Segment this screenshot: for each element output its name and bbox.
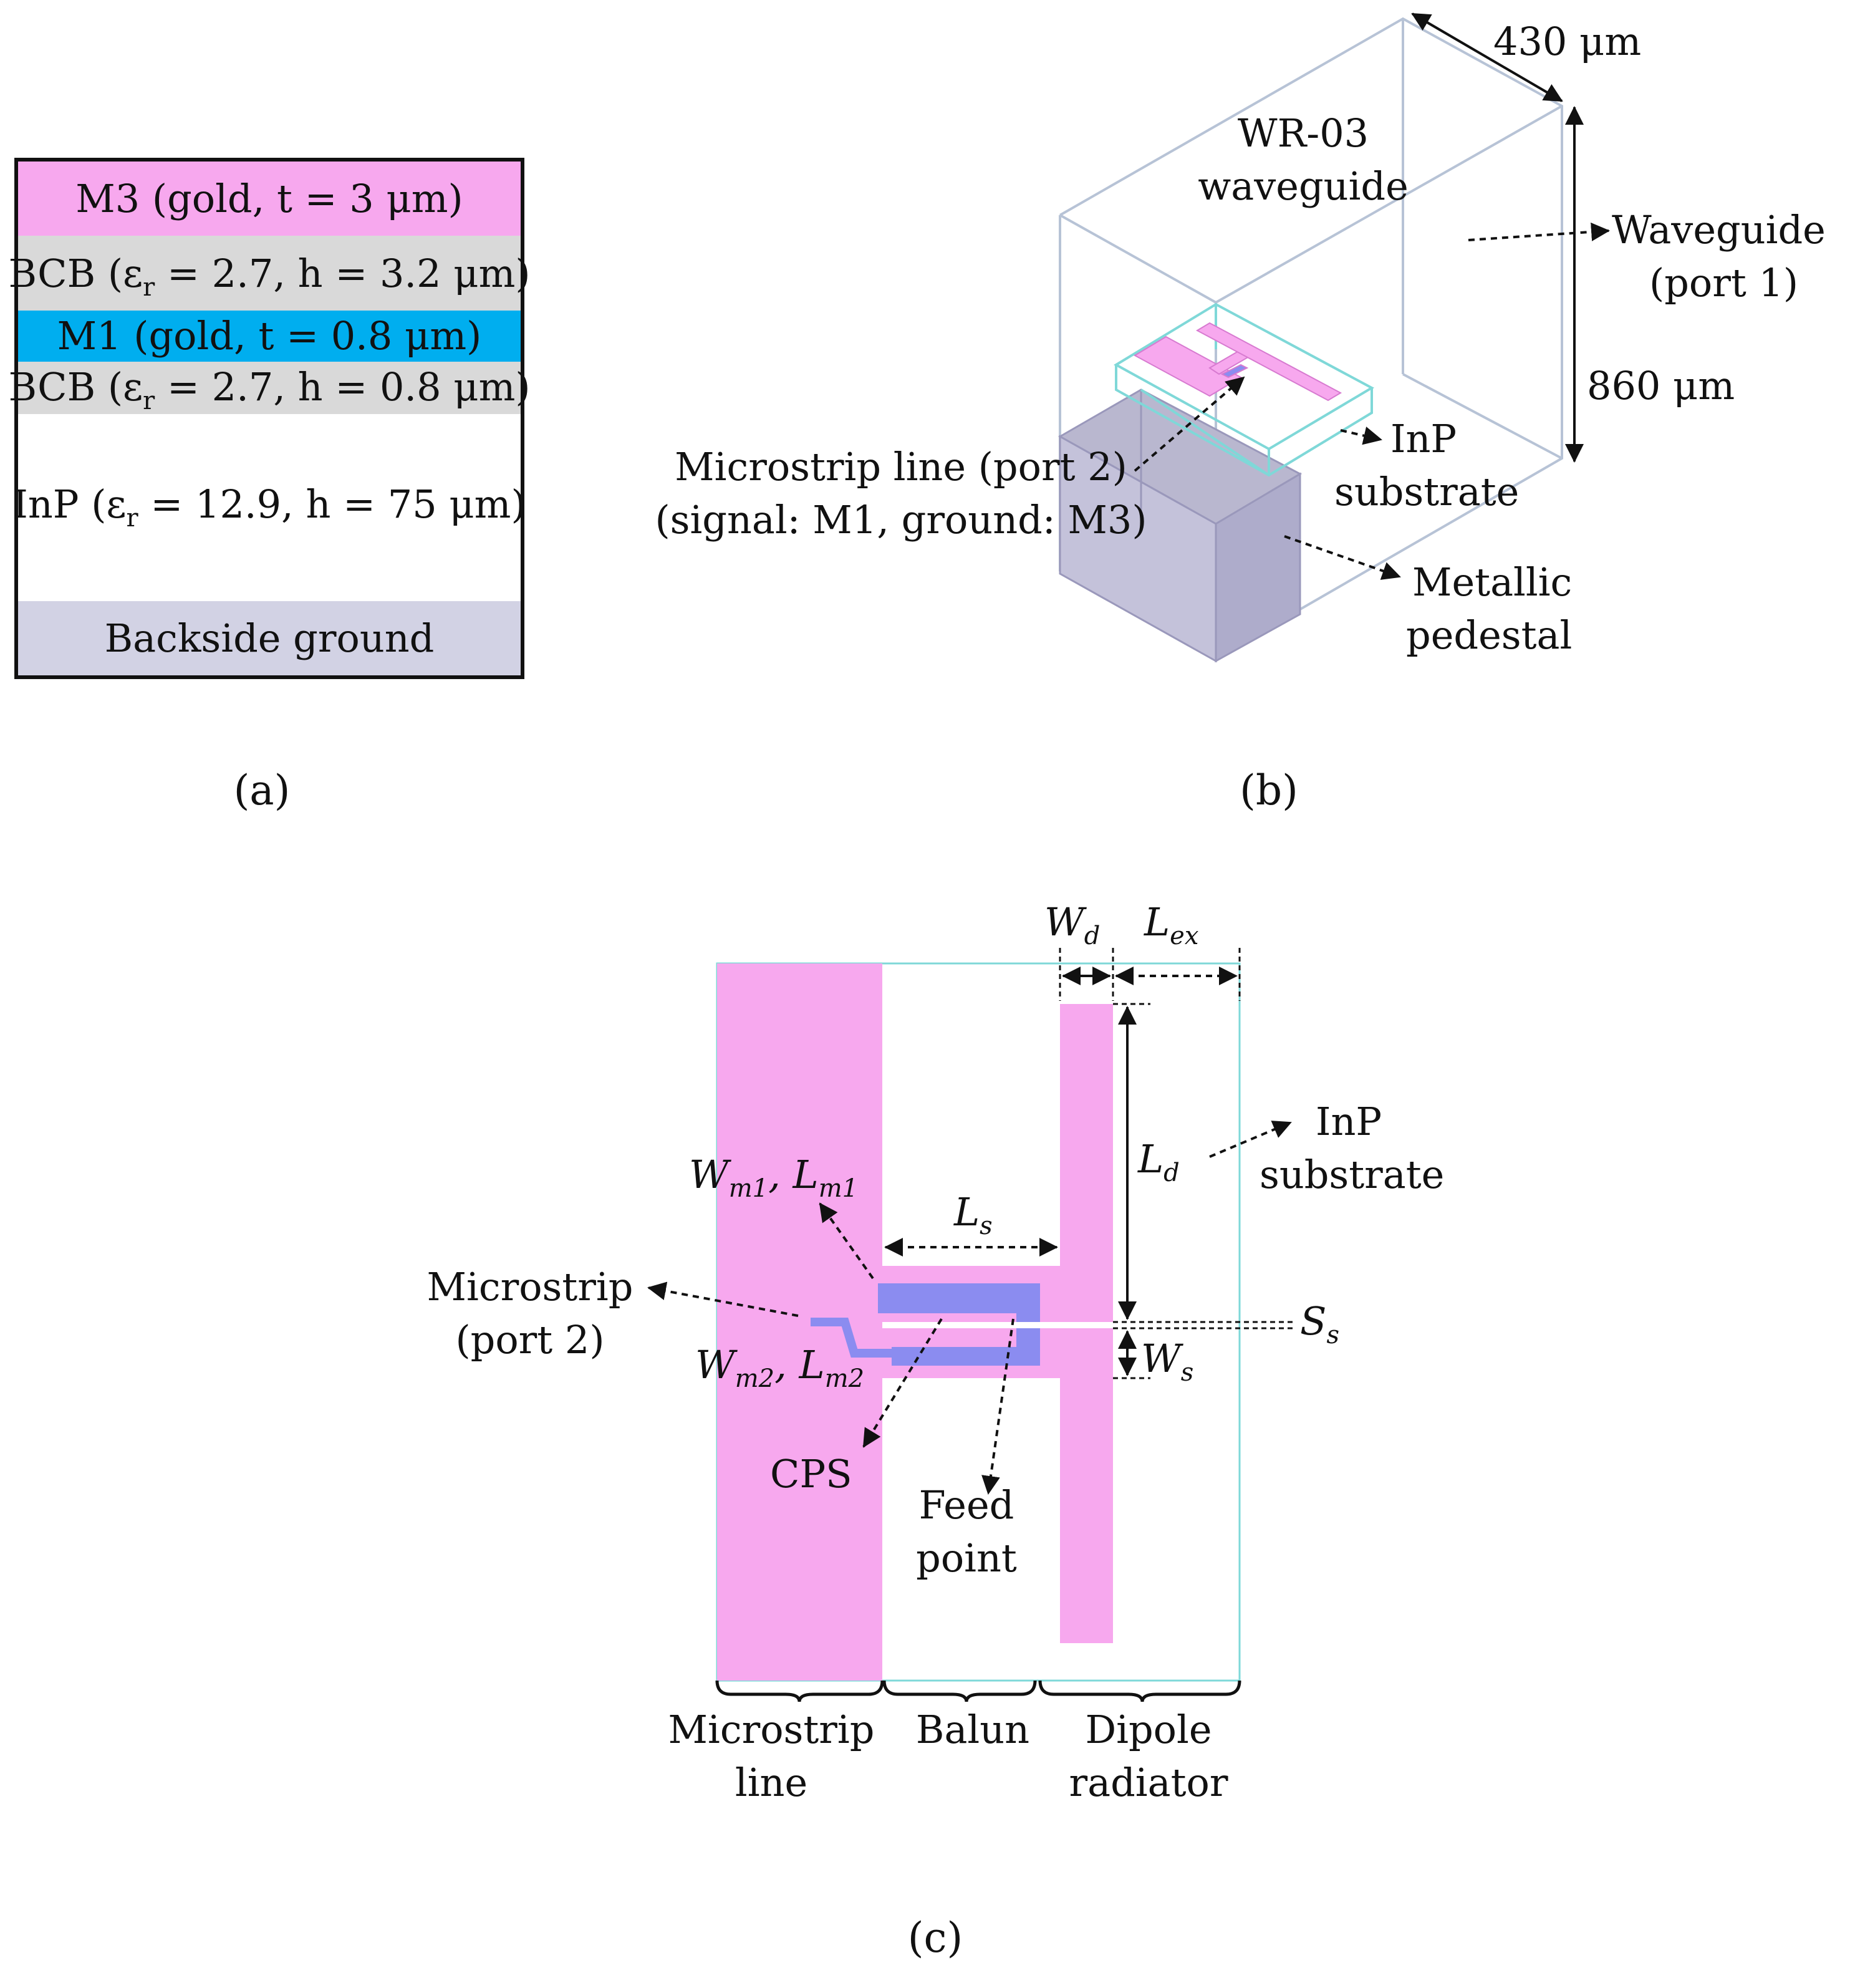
microstrip-port2-label-line2: (signal: M1, ground: M3) [655, 497, 1147, 543]
section-balun-label: Balun [916, 1707, 1029, 1752]
inp-substrate-label-line2: substrate [1334, 469, 1519, 514]
brace-balun [882, 1680, 1037, 1702]
cps-label: CPS [770, 1451, 852, 1497]
inp-substrate-arrow-c [1209, 1121, 1292, 1158]
dipole-lower-arm [1060, 1328, 1113, 1643]
ss-label: Ss [1300, 1298, 1339, 1349]
panel-c-label: (c) [908, 1914, 963, 1962]
cps-slot [882, 1322, 1113, 1328]
layer-m1 [17, 311, 521, 362]
microstrip-port2-arrow [1134, 376, 1245, 472]
metallic-pedestal [1057, 388, 1303, 663]
wr03-label-line2: waveguide [1198, 163, 1409, 209]
ls-label: Ls [953, 1189, 993, 1240]
ld-label: Ld [1137, 1136, 1180, 1187]
wr03-label-line1: WR-03 [1238, 110, 1369, 156]
dimension-ss [1113, 1321, 1294, 1329]
layer-inp [17, 414, 521, 601]
microstrip-m1-section-1 [878, 1283, 1040, 1313]
wm1-arrow [819, 1202, 874, 1280]
dim-860-label: 860 μm [1587, 363, 1735, 408]
feed-point-label-line2: point [916, 1535, 1017, 1581]
brace-dipole [1038, 1680, 1241, 1702]
layer-bcb-2 [17, 362, 521, 414]
lex-label: Lex [1144, 899, 1198, 950]
layer-bcb-2-label: BCB (εr = 2.7, h = 0.8 μm) [8, 364, 530, 415]
layer-stack: M3 (gold, t = 3 μm) BCB (εr = 2.7, h = 3… [8, 158, 531, 679]
wm2-label: Wm2, Lm2 [695, 1342, 864, 1393]
layer-ground [17, 601, 521, 676]
feed-point-arrow [981, 1318, 1014, 1495]
section-braces [715, 1680, 1241, 1702]
antenna-metal-3d [1133, 322, 1342, 402]
stack-border [14, 158, 524, 679]
microstrip-port2-label-line1: Microstrip line (port 2) [675, 444, 1127, 490]
wm1-label: Wm1, Lm1 [689, 1152, 858, 1203]
microstrip-ground-strip [717, 963, 882, 1681]
wd-label: Wd [1044, 899, 1100, 950]
layer-bcb-1 [17, 236, 521, 311]
pedestal-label-line1: Metallic [1412, 559, 1572, 605]
brace-microstrip [715, 1680, 884, 1702]
feed-point-label-line1: Feed [919, 1482, 1014, 1528]
dimension-lex [1115, 948, 1241, 1001]
dim-430-label: 430 μm [1493, 19, 1641, 64]
panel-a-label: (a) [234, 766, 291, 814]
dimension-ld [1113, 1003, 1150, 1320]
pedestal-arrow [1284, 535, 1401, 580]
waveguide-port-label-line2: (port 1) [1649, 260, 1798, 306]
microstrip-port2-arrow-c [647, 1281, 799, 1317]
layer-bcb-1-label: BCB (εr = 2.7, h = 3.2 μm) [8, 251, 530, 302]
dim-430-arrow [1411, 12, 1563, 102]
ws-label: Ws [1141, 1336, 1193, 1387]
layer-inp-label: InP (εr = 12.9, h = 75 μm) [12, 481, 526, 533]
panel-b-label: (b) [1240, 766, 1298, 814]
section-microstrip-line1: Microstrip [668, 1707, 875, 1752]
layer-m3-label: M3 (gold, t = 3 μm) [75, 176, 463, 221]
inp-substrate-c-line2: substrate [1260, 1152, 1444, 1197]
microstrip-port2-c-line2: (port 2) [455, 1317, 604, 1363]
waveguide-port-label-line1: Waveguide [1612, 207, 1826, 253]
layer-m1-label: M1 (gold, t = 0.8 μm) [57, 313, 482, 359]
microstrip-feed-trace [811, 1318, 892, 1358]
dipole-upper-arm [1060, 1004, 1113, 1322]
section-dipole-line2: radiator [1069, 1760, 1228, 1805]
dimension-wd [1059, 948, 1114, 1001]
section-dipole-line1: Dipole [1085, 1707, 1212, 1752]
dimension-ws [1113, 1330, 1150, 1379]
waveguide-port-arrow [1468, 222, 1610, 241]
microstrip-port2-c-line1: Microstrip [427, 1264, 634, 1310]
cps-arrow [862, 1318, 943, 1448]
pedestal-label-line2: pedestal [1406, 612, 1572, 658]
section-microstrip-line2: line [735, 1760, 807, 1805]
layer-m3 [17, 161, 521, 236]
inp-substrate-arrow [1340, 427, 1382, 445]
microstrip-m1-section-2 [892, 1347, 1040, 1366]
inp-substrate-c-line1: InP [1316, 1099, 1382, 1144]
layer-ground-label: Backside ground [105, 615, 435, 661]
inp-substrate-label-line1: InP [1390, 416, 1457, 461]
